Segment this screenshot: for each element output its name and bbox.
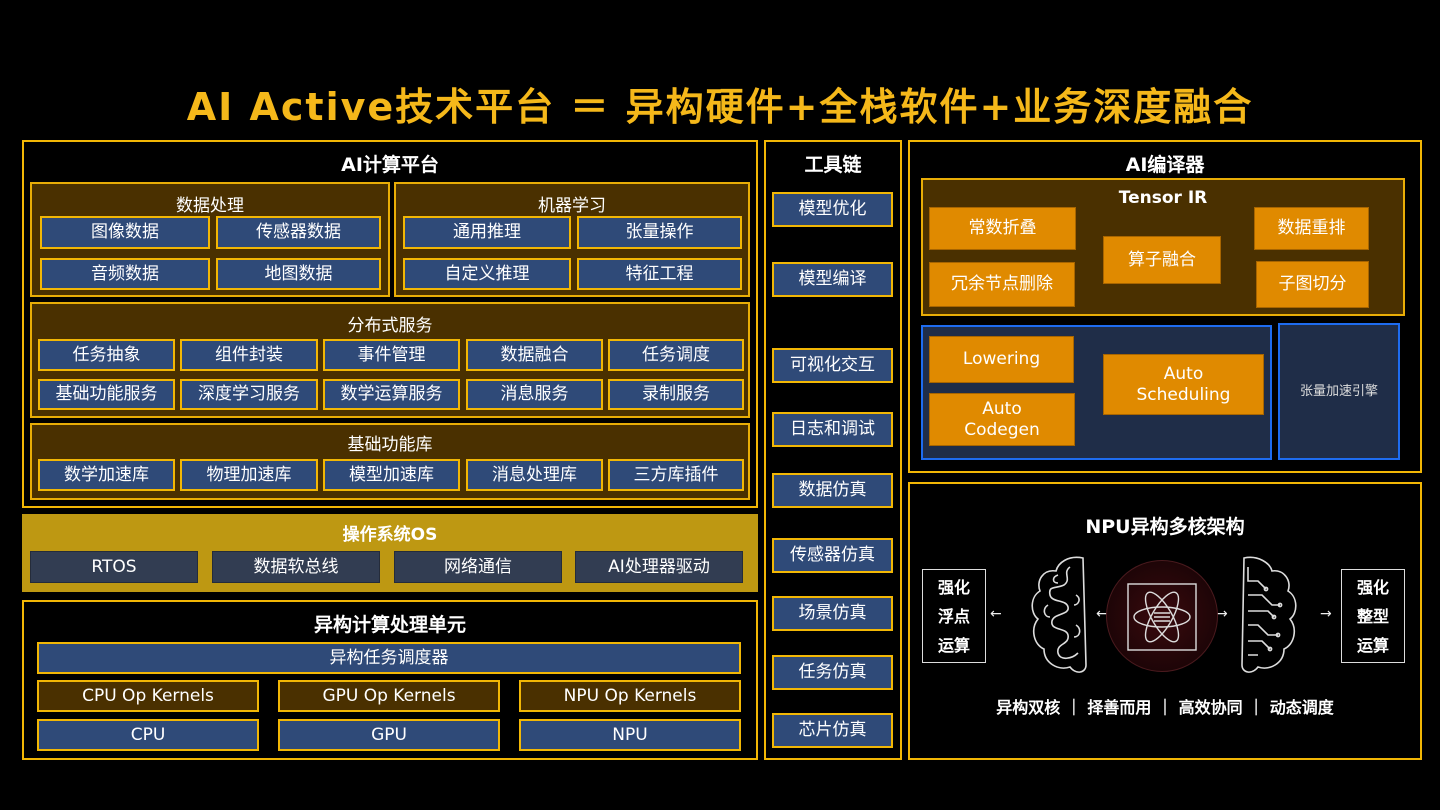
ml-item: 自定义推理 — [403, 258, 571, 290]
hetero-title: 异构计算处理单元 — [313, 614, 466, 636]
service-item: 数学运算服务 — [323, 379, 460, 410]
arrow-right-icon: → — [1216, 606, 1228, 622]
int-box: 强化 整型 运算 — [1341, 569, 1405, 663]
unit-box: GPU — [278, 719, 500, 751]
ir-item: 算子融合 — [1103, 236, 1221, 284]
lib-item: 数学加速库 — [38, 459, 175, 491]
tensor-engine-box: 张量加速引擎 — [1278, 323, 1400, 460]
data-item: 传感器数据 — [216, 216, 381, 249]
unit-box: CPU — [37, 719, 259, 751]
ir-item: 冗余节点删除 — [929, 262, 1075, 307]
service-item: 基础功能服务 — [38, 379, 175, 410]
service-item: 事件管理 — [323, 339, 460, 371]
float-text: 浮点 — [937, 606, 970, 626]
service-item: 任务调度 — [608, 339, 744, 371]
arrow-left-icon: ← — [990, 606, 1002, 622]
toolchain-item: 数据仿真 — [772, 473, 893, 508]
lowering-box: Lowering — [929, 336, 1074, 383]
float-text: 运算 — [937, 635, 970, 655]
lib-item: 三方库插件 — [608, 459, 744, 491]
npu-chip-circle — [1106, 560, 1218, 672]
codegen-box: Auto Codegen — [929, 393, 1075, 446]
tensor-ir-title: Tensor IR — [1118, 188, 1208, 208]
os-item: 网络通信 — [394, 551, 562, 583]
int-text: 整型 — [1356, 606, 1389, 626]
service-item: 消息服务 — [466, 379, 603, 410]
toolchain-item: 传感器仿真 — [772, 538, 893, 573]
data-item: 地图数据 — [216, 258, 381, 290]
brain-circuit-icon — [1241, 556, 1297, 673]
toolchain-item: 模型编译 — [772, 262, 893, 297]
group-title: 分布式服务 — [347, 316, 433, 336]
ir-item: 数据重排 — [1254, 207, 1369, 250]
service-item: 组件封装 — [180, 339, 318, 371]
group-title: 数据处理 — [176, 196, 244, 216]
arrow-left-icon: ← — [1096, 606, 1108, 622]
unit-box: NPU — [519, 719, 741, 751]
arrow-right-icon: → — [1320, 606, 1332, 622]
ml-item: 特征工程 — [577, 258, 742, 290]
service-item: 数据融合 — [466, 339, 603, 371]
toolchain-item: 日志和调试 — [772, 412, 893, 447]
os-title: 操作系统OS — [342, 525, 438, 545]
group-title: 基础功能库 — [347, 435, 433, 455]
ai-platform-title: AI计算平台 — [341, 154, 439, 176]
toolchain-title: 工具链 — [804, 154, 862, 176]
os-item: RTOS — [30, 551, 198, 583]
toolchain-item: 芯片仿真 — [772, 713, 893, 748]
npu-tagline: 异构双核 ｜ 择善而用 ｜ 高效协同 ｜ 动态调度 — [996, 698, 1334, 717]
brain-organic-icon — [1031, 556, 1087, 673]
npu-title: NPU异构多核架构 — [1085, 516, 1245, 538]
service-item: 任务抽象 — [38, 339, 175, 371]
data-item: 音频数据 — [40, 258, 210, 290]
ir-item: 子图切分 — [1256, 261, 1369, 308]
toolchain-item: 可视化交互 — [772, 348, 893, 383]
atom-chip-icon — [1127, 583, 1197, 651]
lib-item: 模型加速库 — [323, 459, 460, 491]
lib-item: 物理加速库 — [180, 459, 318, 491]
page-title: AI Active技术平台 ＝ 异构硬件+全栈软件+业务深度融合 — [186, 85, 1254, 129]
data-item: 图像数据 — [40, 216, 210, 249]
os-item: AI处理器驱动 — [575, 551, 743, 583]
kernel-box: CPU Op Kernels — [37, 680, 259, 712]
int-text: 运算 — [1356, 635, 1389, 655]
service-item: 录制服务 — [608, 379, 744, 410]
scheduler-box: 异构任务调度器 — [37, 642, 741, 674]
toolchain-item: 任务仿真 — [772, 655, 893, 690]
lib-item: 消息处理库 — [466, 459, 603, 491]
toolchain-item: 场景仿真 — [772, 596, 893, 631]
int-text: 强化 — [1356, 577, 1389, 597]
ml-item: 张量操作 — [577, 216, 742, 249]
ir-item: 常数折叠 — [929, 207, 1076, 250]
toolchain-item: 模型优化 — [772, 192, 893, 227]
kernel-box: GPU Op Kernels — [278, 680, 500, 712]
service-item: 深度学习服务 — [180, 379, 318, 410]
compiler-title: AI编译器 — [1125, 154, 1205, 176]
ml-item: 通用推理 — [403, 216, 571, 249]
kernel-box: NPU Op Kernels — [519, 680, 741, 712]
scheduling-box: Auto Scheduling — [1103, 354, 1264, 415]
os-item: 数据软总线 — [212, 551, 380, 583]
group-title: 机器学习 — [538, 196, 606, 216]
float-box: 强化 浮点 运算 — [922, 569, 986, 663]
float-text: 强化 — [937, 577, 970, 597]
